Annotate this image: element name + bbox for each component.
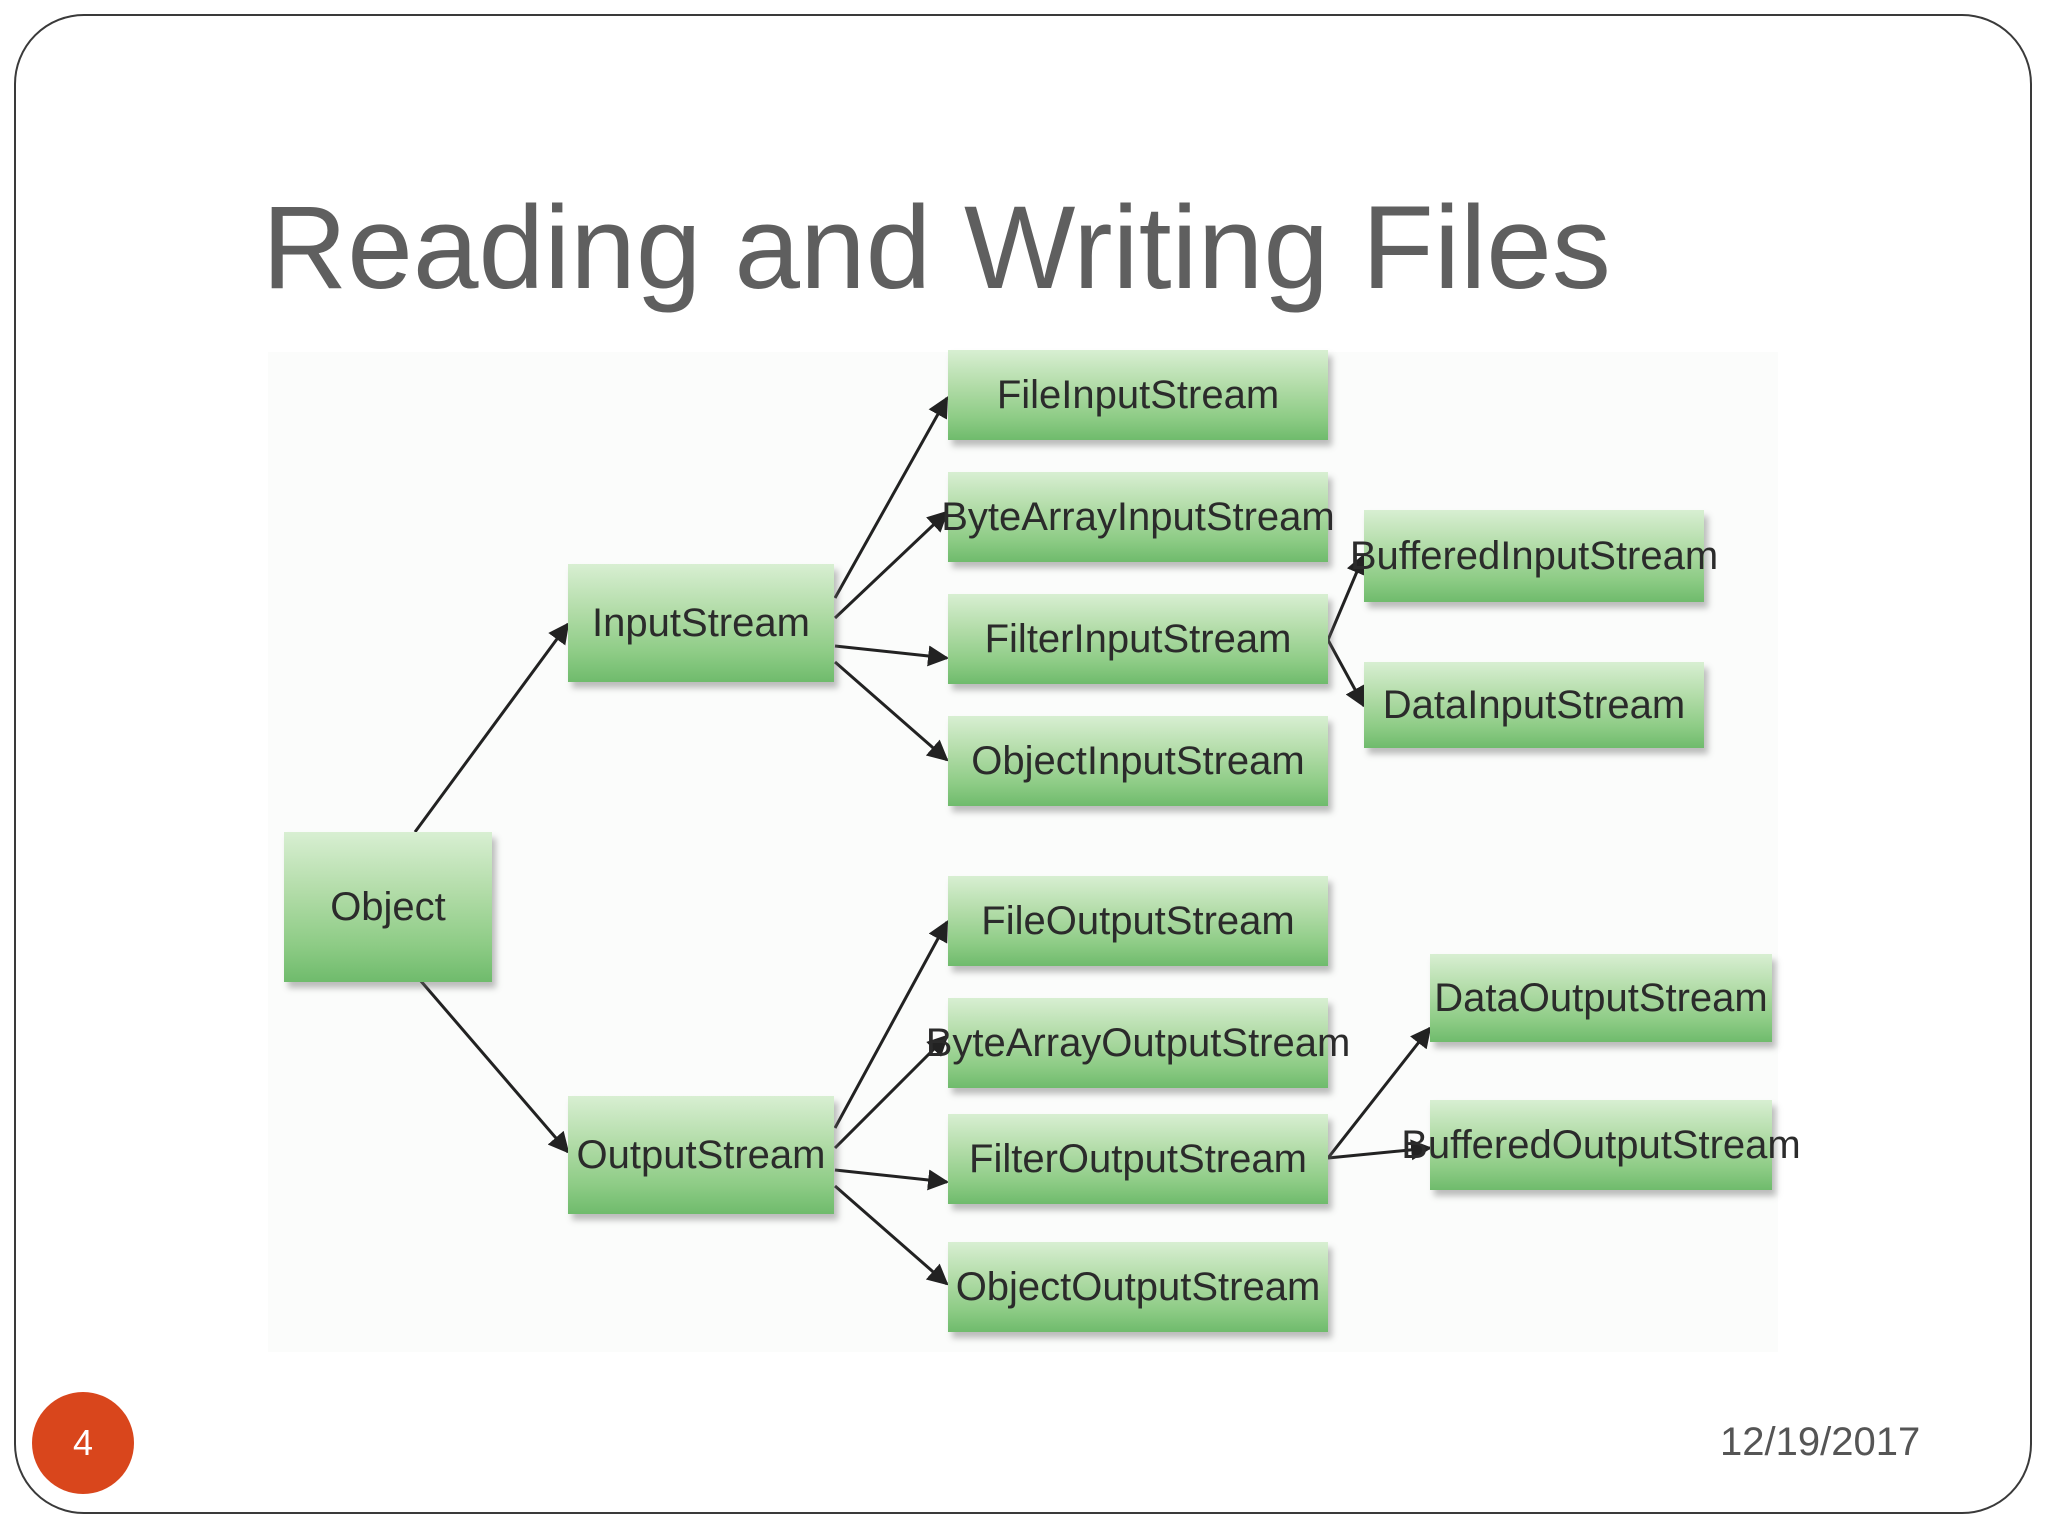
- node-dataoutputstream: DataOutputStream: [1430, 954, 1772, 1042]
- node-bytearrayinputstream: ByteArrayInputStream: [941, 472, 1335, 562]
- node-label: FilterInputStream: [984, 616, 1292, 661]
- node-object: Object: [284, 832, 492, 982]
- slide-number: 4: [72, 1422, 94, 1463]
- node-label: Object: [330, 884, 446, 929]
- node-label: InputStream: [592, 600, 810, 645]
- node-label: DataOutputStream: [1434, 975, 1768, 1020]
- node-label: BufferedInputStream: [1349, 533, 1719, 578]
- node-fileinputstream: FileInputStream: [948, 350, 1328, 440]
- node-objectinputstream: ObjectInputStream: [948, 716, 1328, 806]
- node-label: OutputStream: [576, 1132, 826, 1177]
- node-filterinputstream: FilterInputStream: [948, 594, 1328, 684]
- node-filteroutputstream: FilterOutputStream: [948, 1114, 1328, 1204]
- node-bytearrayoutputstream: ByteArrayOutputStream: [926, 998, 1350, 1088]
- node-outputstream: OutputStream: [568, 1096, 834, 1214]
- slide-date: 12/19/2017: [1720, 1420, 1921, 1464]
- node-label: ObjectInputStream: [971, 738, 1305, 783]
- node-label: BufferedOutputStream: [1401, 1122, 1801, 1167]
- node-label: FilterOutputStream: [969, 1136, 1307, 1181]
- node-label: ObjectOutputStream: [955, 1264, 1321, 1309]
- node-label: FileOutputStream: [981, 898, 1295, 943]
- node-label: ByteArrayInputStream: [941, 494, 1335, 539]
- node-label: FileInputStream: [996, 372, 1280, 417]
- node-label: DataInputStream: [1382, 682, 1686, 727]
- node-bufferedinputstream: BufferedInputStream: [1350, 510, 1718, 602]
- node-bufferedoutputstream: BufferedOutputStream: [1401, 1100, 1801, 1190]
- node-datainputstream: DataInputStream: [1364, 662, 1704, 748]
- slide-number-badge: 4: [32, 1392, 134, 1494]
- node-fileoutputstream: FileOutputStream: [948, 876, 1328, 966]
- node-objectoutputstream: ObjectOutputStream: [948, 1242, 1328, 1332]
- node-label: ByteArrayOutputStream: [925, 1020, 1351, 1065]
- node-inputstream: InputStream: [568, 564, 834, 682]
- slide-title: Reading and Writing Files: [262, 182, 1611, 314]
